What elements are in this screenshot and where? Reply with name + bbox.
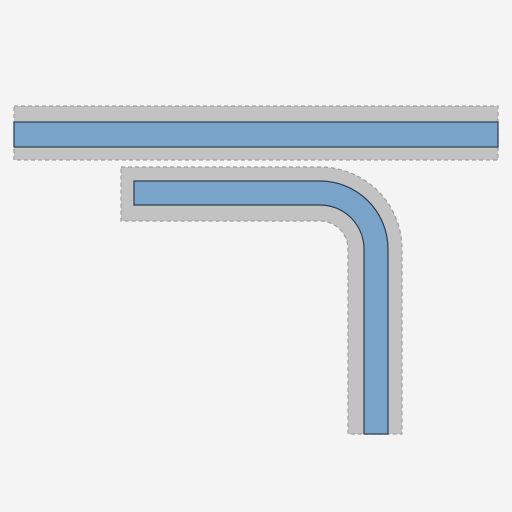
straight-segment: [13, 105, 499, 161]
bent-segment: [120, 166, 403, 435]
straight-segment-trace: [13, 121, 499, 148]
bent-segment-trace: [133, 180, 389, 435]
